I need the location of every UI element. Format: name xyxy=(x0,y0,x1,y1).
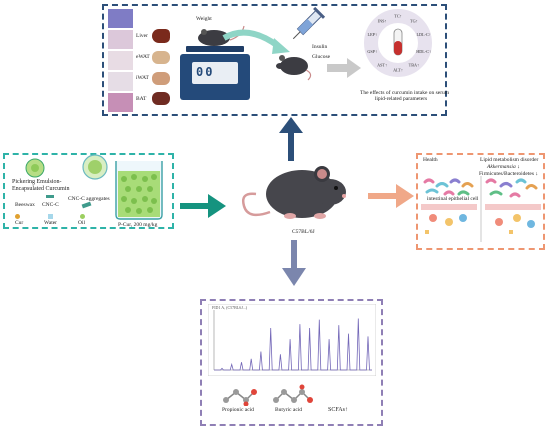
tissue-photo-iwat xyxy=(152,72,170,85)
injected-mouse-icon xyxy=(276,55,312,81)
butyric-acid-molecule xyxy=(273,384,313,403)
tissue-label-iwat: iWAT xyxy=(136,75,149,81)
serum-caption-line-2: lipid-related parameters xyxy=(374,96,428,103)
histology-image-iwat xyxy=(108,72,133,91)
propionic-acid-label: Propionic acid xyxy=(222,407,254,413)
health-label: Health xyxy=(423,157,438,163)
histology-image-top xyxy=(108,9,133,28)
tissue-photo-ewat xyxy=(152,51,170,64)
cnc-c-icon xyxy=(46,195,54,198)
syringe-icon xyxy=(292,6,326,40)
ring-label-alt: ALT↑ xyxy=(393,68,403,73)
injection-label-insulin: Insulin xyxy=(312,44,328,50)
butyric-acid-label: Butyric acid xyxy=(275,407,303,413)
injection-label-glucose: Glucose xyxy=(312,54,331,60)
serum-parameter-ring: TC↑ TG↑ LDL-C↑ HDL-C↑ TBA↑ ALT↑ AST↑ GSP↑ LEP↑ IN… xyxy=(364,9,432,77)
scale-display: 00 xyxy=(196,65,215,79)
formulation-title-line-1: Pickering Emulsion- xyxy=(12,179,62,185)
formulation-to-mouse-arrow xyxy=(180,194,226,218)
mouse-to-microbiota-arrow xyxy=(368,184,414,208)
serum-caption: The effects of curcumin intake on serum … xyxy=(360,90,450,103)
beaker-dose-label: P-Cur, 200 mg/kg xyxy=(118,222,158,228)
tissue-analysis-panel xyxy=(102,4,447,116)
histology-image-bat xyxy=(108,93,133,112)
gut-microbiota-panel xyxy=(416,153,545,250)
ring-label-tba: TBA↑ xyxy=(409,62,419,67)
scfa-analysis-panel xyxy=(200,299,383,426)
legend-label-water: Water xyxy=(44,220,57,226)
mouse-strain-label: C57BL/6J xyxy=(292,229,315,235)
tissue-photo-bat xyxy=(152,92,170,105)
legend-water-swatch xyxy=(48,214,53,219)
mouse-to-tissue-arrow xyxy=(279,117,303,161)
legend-cur-swatch xyxy=(15,214,20,219)
ring-label-tg: TG↑ xyxy=(410,19,418,24)
component-label-beeswax: Beeswax xyxy=(15,202,35,208)
tissue-photo-liver xyxy=(152,29,170,43)
injection-to-results-arrow xyxy=(327,58,361,78)
gc-chromatogram xyxy=(208,304,376,376)
histology-image-liver xyxy=(108,30,133,49)
formulation-panel xyxy=(3,153,174,229)
formulation-title-line-2: Encapsulated Curcumin xyxy=(12,185,70,192)
lipid-disorder-label: Lipid metabolism disorder xyxy=(480,157,539,163)
mouse-to-scfa-arrow xyxy=(282,240,306,286)
ring-label-hdl-c: HDL-C↑ xyxy=(416,49,431,54)
legend-oil-swatch xyxy=(80,214,85,219)
formulation-title: Pickering Emulsion- Encapsulated Curcumi… xyxy=(12,179,69,192)
tissue-label-liver: Liver xyxy=(136,33,148,39)
microbiota-illustration xyxy=(421,176,541,242)
ring-label-tc: TC↑ xyxy=(394,14,401,19)
ring-label-ldl-c: LDL-C↑ xyxy=(416,32,430,37)
chromatogram-header: FID1 A, (C57BL6J...) xyxy=(212,305,248,310)
component-label-cnc-c: CNC-C xyxy=(42,202,59,208)
emulsion-zoom-icon xyxy=(82,154,108,180)
propionic-acid-molecule xyxy=(223,389,257,406)
emulsion-droplet-icon xyxy=(25,158,45,178)
histology-image-ewat xyxy=(108,51,133,70)
ring-label-gsp: GSP↑ xyxy=(367,49,377,54)
chromatogram-trace xyxy=(214,318,372,371)
legend-label-cur: Cur xyxy=(15,220,24,226)
component-label-cnc-c-aggregates: CNC-C aggregates xyxy=(68,196,110,202)
ring-label-lep: LEP↑ xyxy=(368,32,378,37)
ratio-label: Firmicutes/Bacteroidetes ↓ xyxy=(479,171,539,177)
center-mouse-icon xyxy=(242,166,346,219)
weight-to-injection-arrow xyxy=(222,29,290,54)
tissue-label-ewat: eWAT xyxy=(136,54,150,60)
weight-label: Weight xyxy=(196,16,212,22)
serum-caption-line-1: The effects of curcumin intake on serum xyxy=(360,90,450,96)
epithelial-cell-label: intestinal epithelial cell xyxy=(426,196,480,203)
legend-label-oil: Oil xyxy=(78,220,86,226)
ring-label-ast: AST↑ xyxy=(377,62,387,67)
ring-label-ins: INS↑ xyxy=(378,19,387,24)
scfa-increase-label: SCFAs↑ xyxy=(328,407,348,413)
tissue-label-bat: BAT xyxy=(136,96,147,102)
scale-top-plate xyxy=(186,46,244,52)
scale-screen xyxy=(192,62,238,84)
akkermansia-label: Akkermansia ↓ xyxy=(487,164,520,170)
beaker-icon xyxy=(115,161,163,220)
